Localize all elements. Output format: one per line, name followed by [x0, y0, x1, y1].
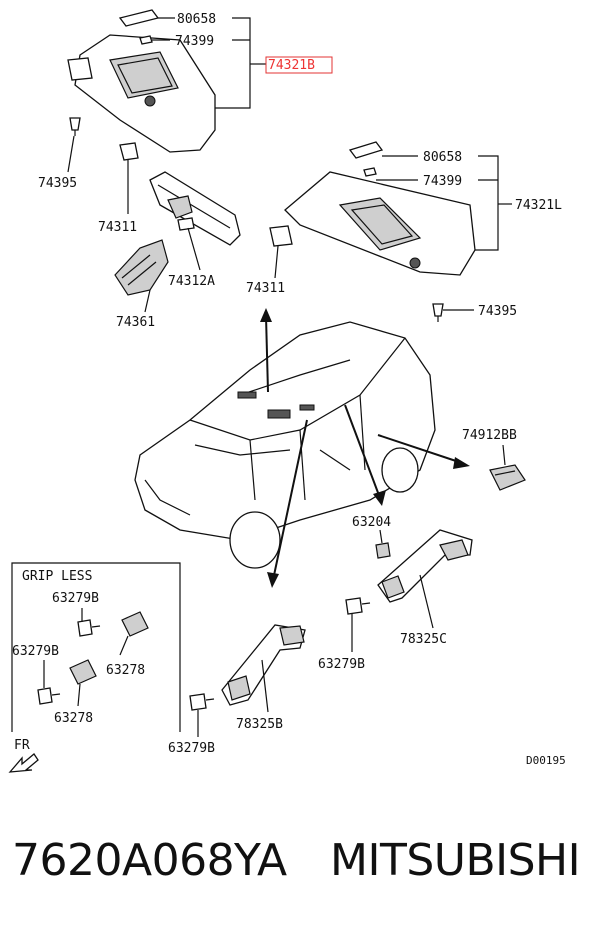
pointer-arrows — [260, 308, 470, 588]
label-74399-top: 74399 — [175, 34, 214, 49]
footer: 7620A068YA MITSUBISHI — [0, 835, 600, 915]
clip-74399-right — [363, 167, 377, 177]
label-74321L: 74321L — [515, 198, 562, 213]
leader-lines — [43, 17, 512, 737]
label-74395-left: 74395 — [38, 176, 77, 191]
label-fr: FR — [14, 738, 30, 753]
part-number: 7620A068YA — [12, 835, 287, 886]
holder-74311-left — [119, 142, 139, 161]
vanity-cover-top — [118, 9, 160, 27]
clip-74912BB — [489, 464, 526, 491]
grip-less-box — [11, 562, 181, 732]
assist-grip-78325B — [221, 624, 306, 706]
label-74321B-highlight-box — [265, 56, 333, 74]
label-74399-right: 74399 — [423, 174, 462, 189]
screw-63279B-bottom — [189, 693, 215, 711]
assist-grip-78325C — [377, 529, 473, 603]
label-diagram-code: D00195 — [526, 754, 566, 767]
label-grip-less-63278-b: 63278 — [54, 711, 93, 726]
parts-diagram: 80658 74399 74321B 74395 80658 74399 743… — [8, 9, 566, 773]
map-lamp — [114, 239, 169, 296]
label-74361: 74361 — [116, 315, 155, 330]
label-80658-top: 80658 — [177, 12, 216, 27]
front-direction-arrow — [8, 753, 39, 773]
label-74311-right: 74311 — [246, 281, 285, 296]
screw-74395-right — [432, 303, 444, 322]
label-grip-less: GRIP LESS — [22, 569, 92, 584]
label-grip-less-63279B-b: 63279B — [12, 644, 59, 659]
label-63204: 63204 — [352, 515, 391, 530]
label-74395-right: 74395 — [478, 304, 517, 319]
label-80658-right: 80658 — [423, 150, 462, 165]
label-grip-less-63278-a: 63278 — [106, 663, 145, 678]
vehicle-body — [134, 321, 436, 569]
sun-visor-right — [269, 171, 476, 276]
label-78325C: 78325C — [400, 632, 447, 647]
label-63279B-bottom: 63279B — [168, 741, 215, 756]
screw-74395-left — [69, 117, 81, 136]
sun-visor-left — [67, 34, 216, 153]
vanity-cover-right — [348, 141, 384, 159]
label-74912BB: 74912BB — [462, 428, 517, 443]
label-74312A: 74312A — [168, 274, 215, 289]
label-63279B-mid: 63279B — [318, 657, 365, 672]
label-grip-less-63279B-a: 63279B — [52, 591, 99, 606]
screw-63279B-mid — [345, 597, 371, 615]
cap-63204 — [375, 542, 391, 559]
label-74311-left: 74311 — [98, 220, 137, 235]
clip-74399-top — [139, 35, 153, 45]
rear-view-mirror — [149, 171, 241, 246]
label-74321B: 74321B — [268, 58, 315, 73]
brand-name: MITSUBISHI — [330, 835, 581, 886]
label-78325B: 78325B — [236, 717, 283, 732]
